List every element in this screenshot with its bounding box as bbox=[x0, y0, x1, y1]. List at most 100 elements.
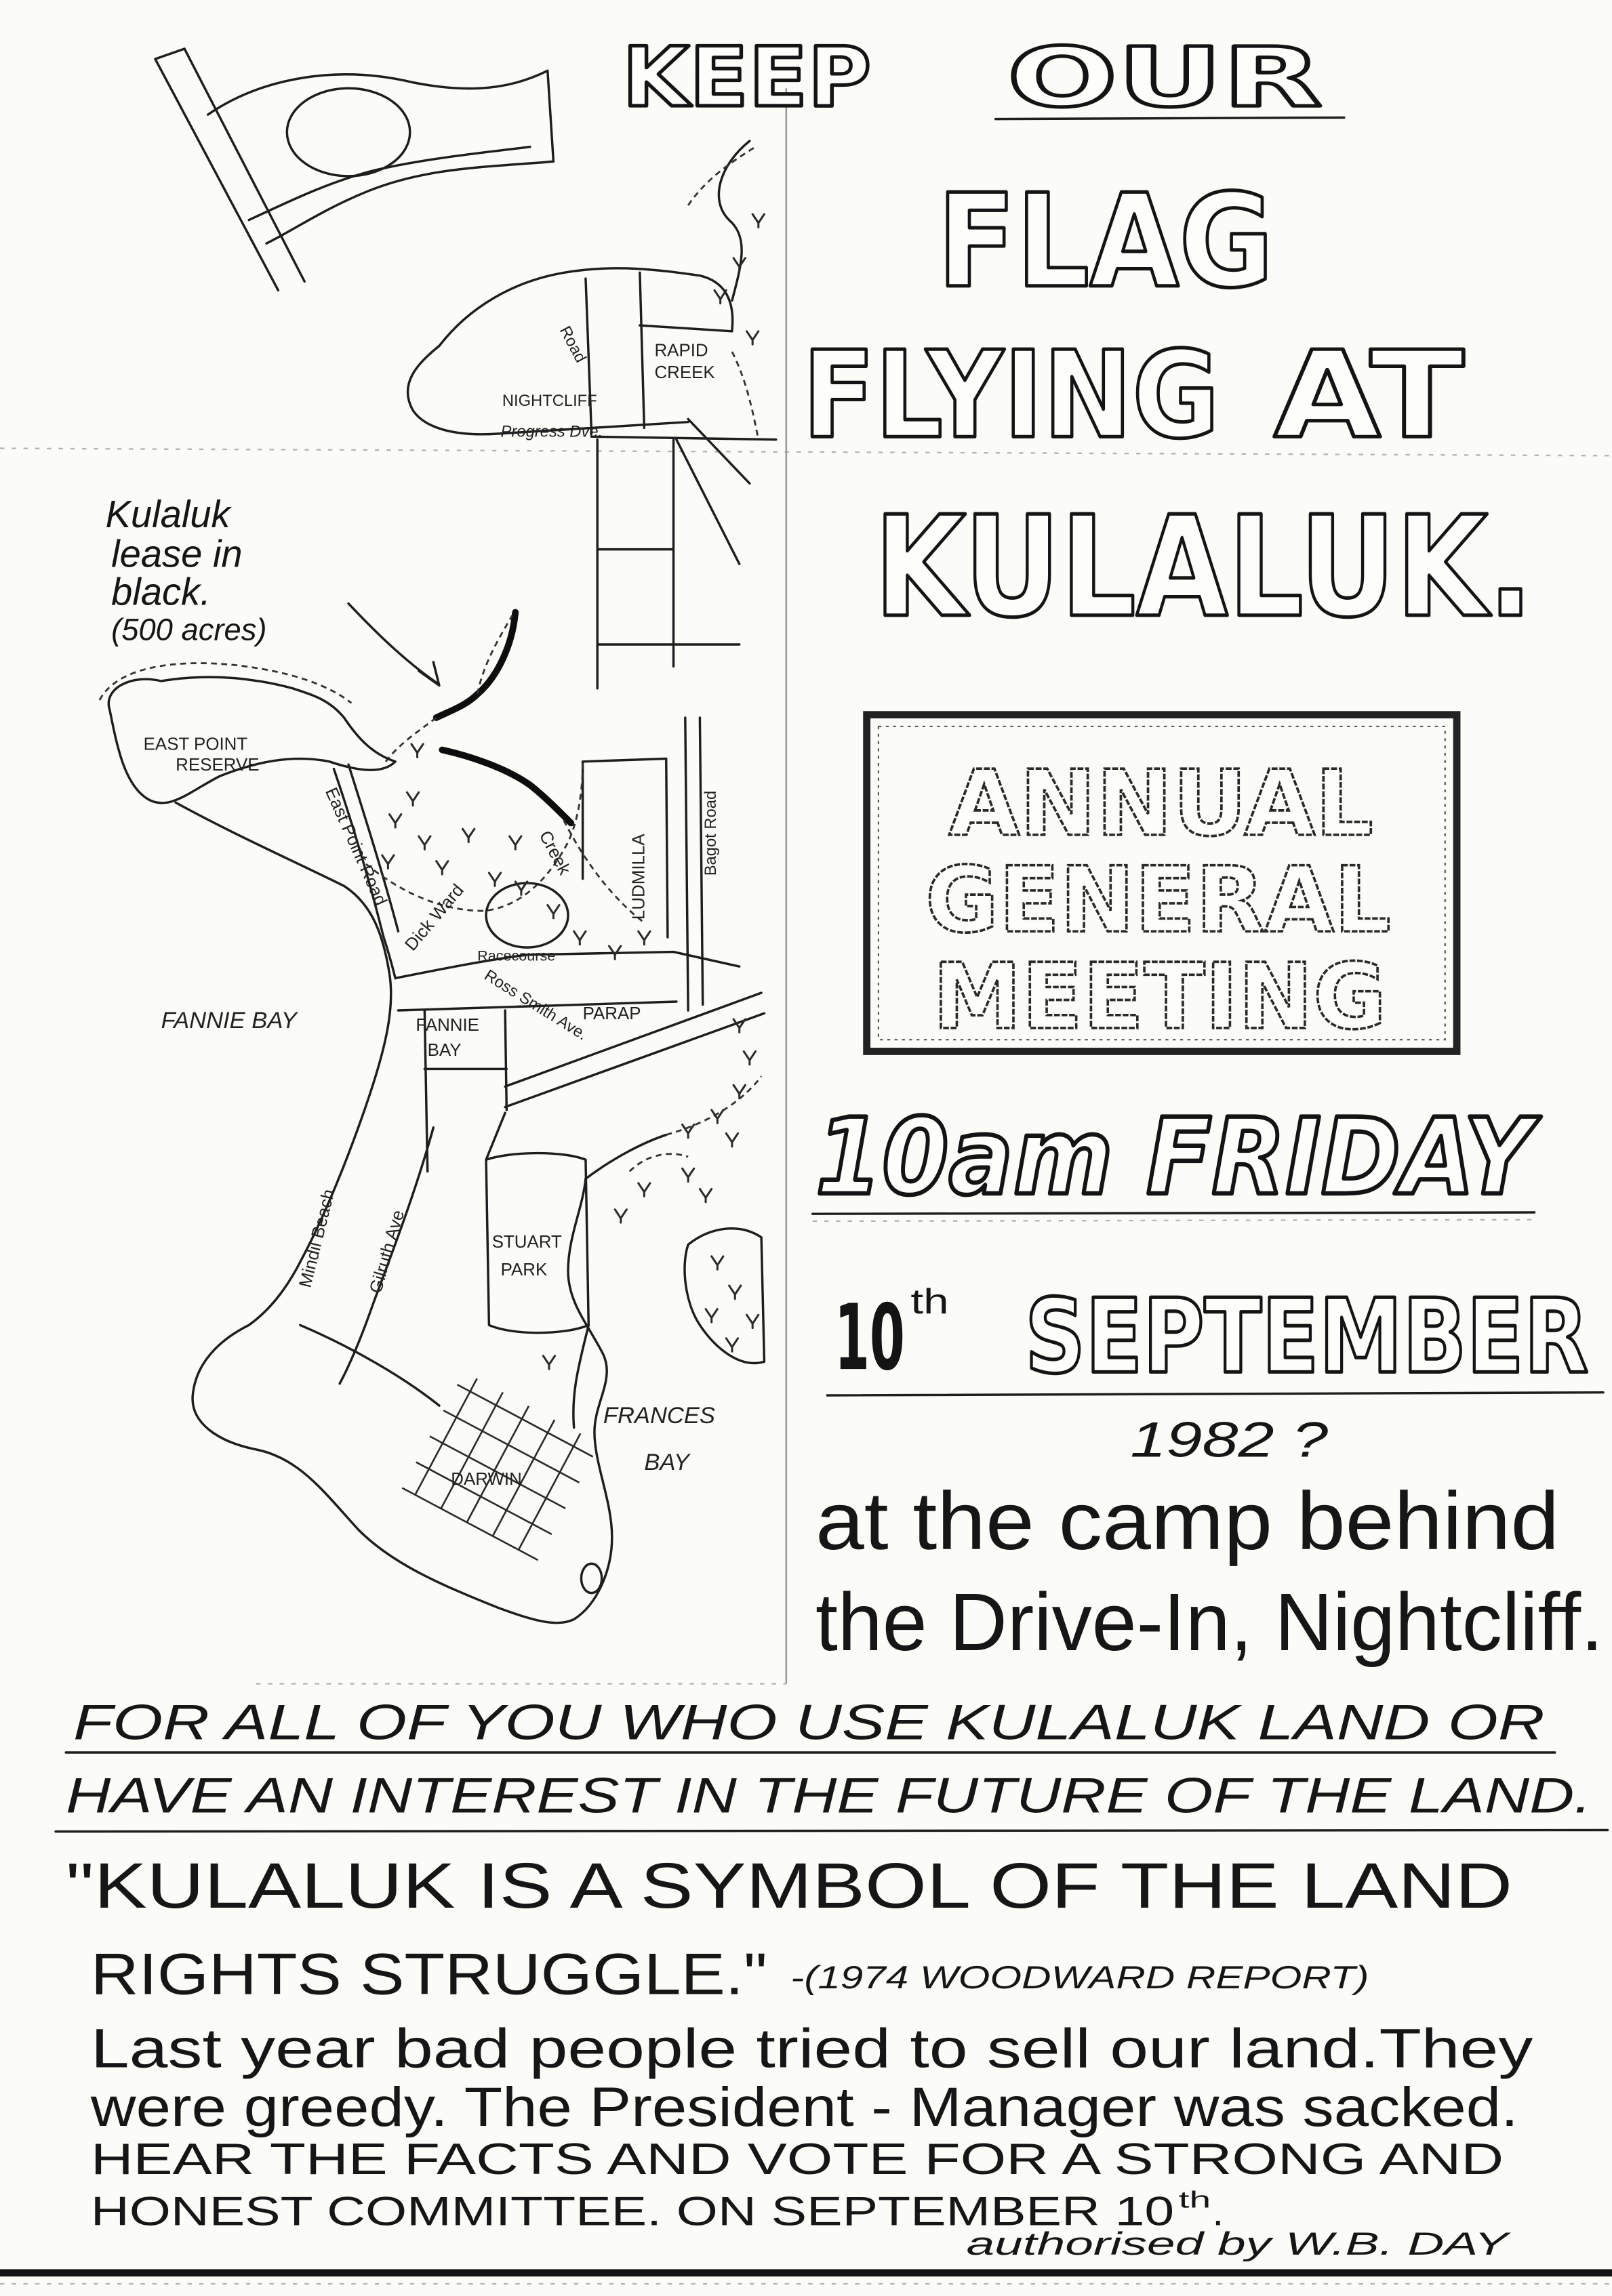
map-label-park: PARK bbox=[501, 1260, 548, 1279]
frances-bay-north-shore bbox=[584, 1133, 668, 1181]
location-line2: the Drive-In, Nightcliff. bbox=[815, 1576, 1603, 1668]
east-point-cliff-dots bbox=[98, 662, 352, 704]
flag-drawing bbox=[154, 47, 555, 292]
map-annotation-line4: (500 acres) bbox=[111, 613, 266, 647]
kulaluk-coast-dotted bbox=[382, 615, 514, 765]
body-line4-end: . bbox=[1212, 2188, 1224, 2234]
mangrove-symbol bbox=[573, 930, 587, 946]
flag-pole bbox=[154, 47, 306, 292]
map-label-fannie-suburb: FANNIE bbox=[416, 1016, 479, 1035]
ludmilla-boundary bbox=[581, 757, 669, 939]
headline-kulaluk: KULALUK. bbox=[874, 487, 1533, 649]
map-label-frances: FRANCES bbox=[603, 1403, 715, 1429]
mangrove-symbol bbox=[713, 289, 727, 305]
mangrove-symbol bbox=[435, 860, 449, 876]
nightcliff-coast bbox=[406, 344, 689, 436]
body-line3: HEAR THE FACTS AND VOTE FOR A STRONG AND bbox=[91, 2134, 1504, 2184]
darwin-street-grid bbox=[401, 1378, 594, 1561]
mangrove-symbol bbox=[381, 854, 395, 869]
map-label-progress-dve: Progress Dve. bbox=[501, 422, 603, 440]
mangrove-symbol bbox=[542, 1355, 557, 1370]
map-label-darwin: DARWIN bbox=[451, 1470, 522, 1489]
body-line4-superscript: th bbox=[1179, 2188, 1211, 2213]
headline-our-underline bbox=[994, 116, 1346, 121]
map-label-nightcliff: NIGHTCLIFF bbox=[502, 392, 597, 410]
map-label-racecourse: Racecourse bbox=[477, 947, 555, 964]
gilruth-ave bbox=[338, 1126, 435, 1385]
meeting-date-underline bbox=[826, 1391, 1605, 1397]
quote-line2: RIGHTS STRUGGLE." bbox=[91, 1942, 767, 2007]
ross-smith-ave bbox=[394, 950, 741, 980]
map-label-frances-bay: BAY bbox=[644, 1450, 691, 1475]
mangrove-symbol bbox=[725, 1337, 740, 1353]
mangrove-symbol bbox=[637, 1182, 651, 1197]
east-point-road bbox=[332, 763, 400, 980]
map-label-fannie-bay-water: FANNIE BAY bbox=[161, 1008, 299, 1033]
mangrove-symbol bbox=[746, 330, 760, 346]
west-coastline bbox=[174, 801, 392, 1327]
mangrove-symbol bbox=[613, 1208, 628, 1224]
headline-flag: FLAG bbox=[937, 167, 1274, 316]
dick-ward-drive bbox=[365, 761, 584, 912]
headline-flying: FLYING bbox=[803, 325, 1220, 465]
mangrove-symbol bbox=[405, 791, 420, 807]
audience-line1: FOR ALL OF YOU WHO USE KULALUK LAND OR bbox=[73, 1695, 1545, 1750]
mangrove-symbol bbox=[681, 1167, 696, 1183]
headline-at: AT bbox=[1274, 325, 1464, 465]
map-label-parap: PARAP bbox=[583, 1004, 641, 1023]
map-label-road: Road bbox=[556, 323, 590, 366]
meeting-box: ANNUAL GENERAL MEETING bbox=[863, 711, 1461, 1055]
quote-line1: "KULALUK IS A SYMBOL OF THE LAND bbox=[66, 1850, 1512, 1922]
mangrove-symbol bbox=[388, 813, 403, 829]
map-label-reserve: RESERVE bbox=[176, 756, 259, 775]
authorised-by: authorised by W.B. DAY bbox=[967, 2226, 1512, 2262]
east-point-reserve-outline bbox=[107, 676, 397, 804]
mangrove-symbol bbox=[751, 213, 765, 228]
fannie-bay-suburb-roads bbox=[423, 1009, 508, 1173]
mangrove-symbol bbox=[704, 1308, 719, 1324]
road-to-darwin bbox=[299, 1324, 590, 1429]
kulaluk-map: Kulaluk lease in black. (500 acres) RAPI… bbox=[98, 47, 778, 1624]
bottom-rule bbox=[0, 2269, 1612, 2277]
map-annotation-line1: Kulaluk bbox=[106, 493, 233, 535]
map-label-rapid: RAPID bbox=[654, 342, 708, 361]
mangrove-symbol bbox=[746, 1313, 760, 1330]
map-label-gilruth-ave: Gilruth Ave bbox=[366, 1208, 408, 1296]
mangrove-symbol bbox=[725, 1132, 740, 1148]
headline-keep: KEEP bbox=[622, 30, 871, 125]
meeting-box-meeting: MEETING bbox=[933, 944, 1387, 1050]
nightcliff-boundary bbox=[438, 267, 734, 348]
quote-citation: -(1974 WOODWARD REPORT) bbox=[790, 1960, 1369, 1996]
headline-our: OUR bbox=[1007, 30, 1322, 125]
meeting-box-border bbox=[863, 711, 1461, 1055]
bagot-road bbox=[684, 716, 704, 1012]
mangrove-symbol bbox=[462, 827, 476, 844]
mangrove-symbol bbox=[418, 835, 432, 850]
mangrove-symbol bbox=[410, 743, 424, 758]
meeting-time: 10am FRIDAY bbox=[815, 1096, 1541, 1218]
flag-cloth bbox=[206, 69, 555, 245]
mangrove-symbol bbox=[710, 1109, 725, 1124]
map-label-rapid-creek: CREEK bbox=[654, 363, 714, 382]
ludmilla-creek bbox=[563, 819, 645, 924]
mangrove-symbol bbox=[698, 1187, 713, 1204]
meeting-time-underline bbox=[811, 1211, 1536, 1215]
darwin-peninsula-coast bbox=[191, 1177, 613, 1624]
kulaluk-lease-boundary bbox=[432, 609, 519, 721]
map-label-bay-suburb: BAY bbox=[428, 1041, 462, 1060]
map-label-east-point: EAST POINT bbox=[144, 735, 248, 754]
map-label-mindil-beach: Mindil Beach bbox=[296, 1187, 339, 1290]
map-label-bagot-road: Bagot Road bbox=[702, 791, 720, 876]
body-line4: HONEST COMMITTEE. ON SEPTEMBER 10 bbox=[91, 2188, 1174, 2234]
map-annotation-line2: lease in bbox=[111, 533, 243, 575]
location-line1: at the camp behind bbox=[815, 1475, 1559, 1567]
suburb-grid-roads bbox=[590, 417, 778, 690]
rapid-creek-dashed bbox=[687, 146, 760, 440]
body-line1: Last year bad people tried to sell our l… bbox=[91, 2017, 1533, 2079]
nightcliff-roads bbox=[584, 271, 733, 435]
map-label-creek: Creek bbox=[536, 827, 574, 878]
meeting-box-inner-border bbox=[877, 725, 1446, 1041]
annotation-arrow bbox=[347, 602, 441, 687]
mangrove-symbol bbox=[508, 835, 523, 850]
mangrove-symbol bbox=[546, 903, 561, 920]
